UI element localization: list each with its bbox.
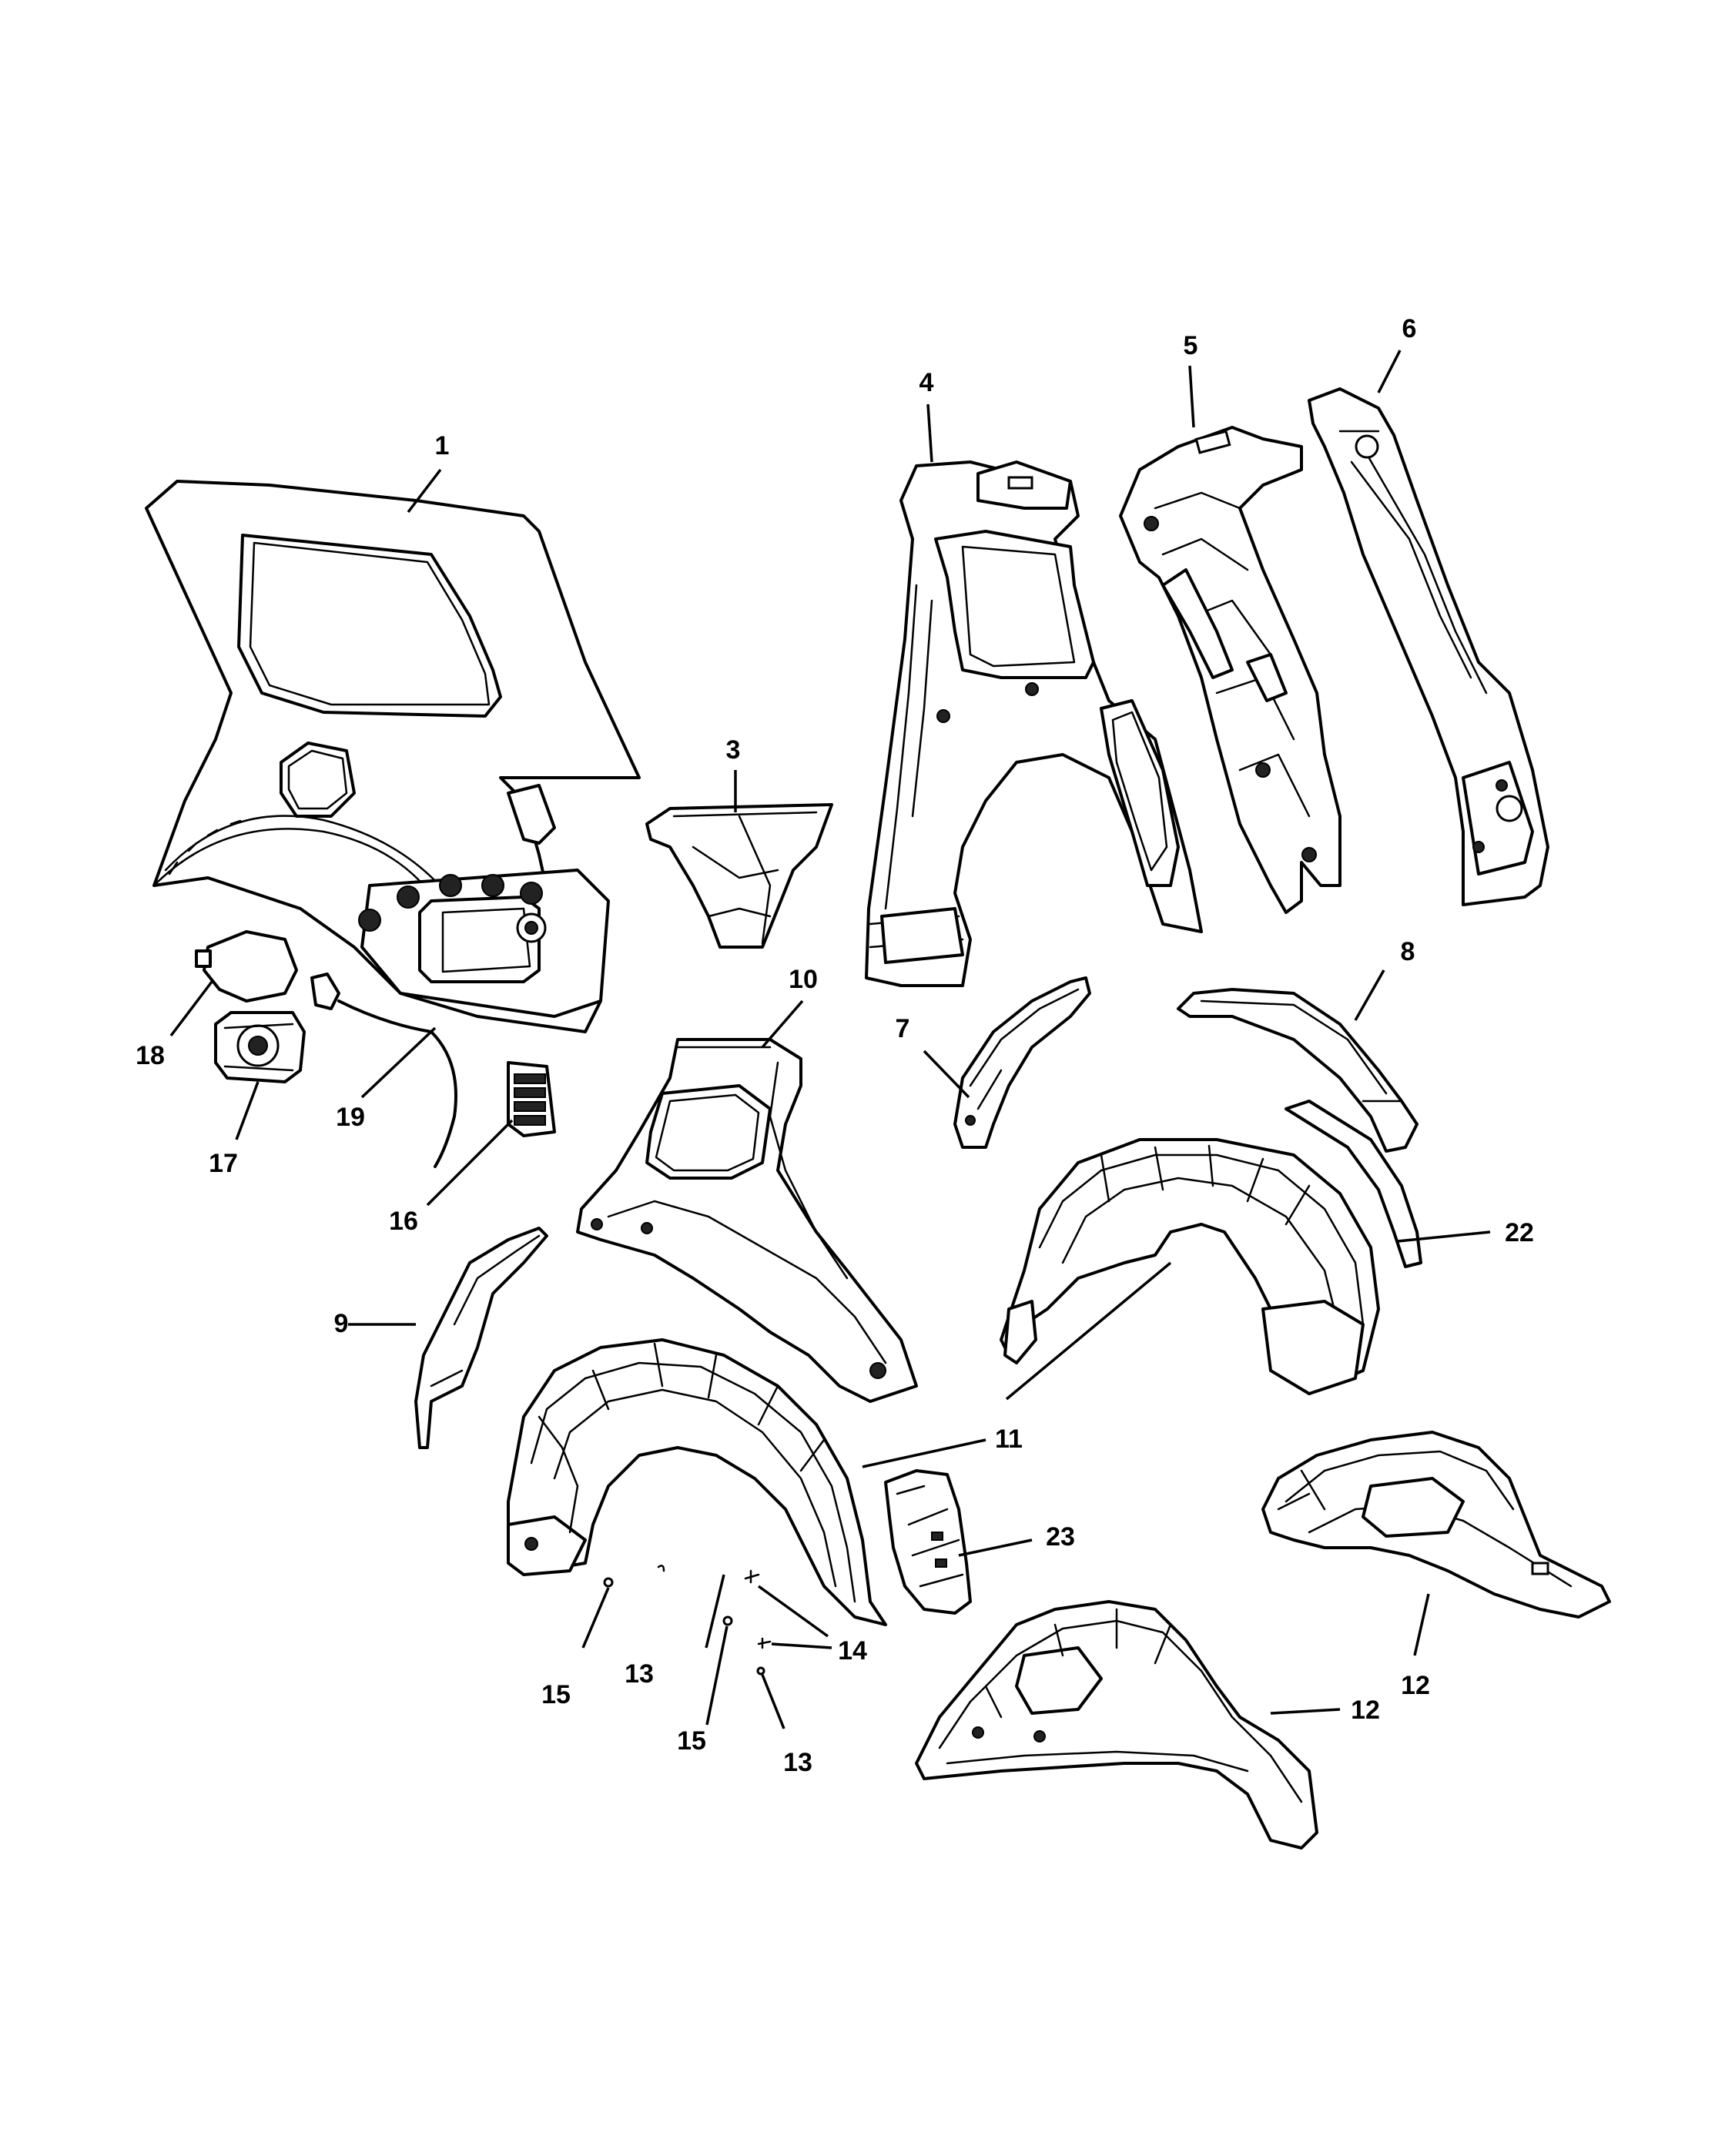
part-17-fuel-housing xyxy=(214,1011,306,1083)
callout-17: 17 xyxy=(209,1149,238,1178)
part-3-bracket xyxy=(645,803,833,949)
fastener-15a xyxy=(603,1577,614,1588)
part-12-wheelhouse-liner-right xyxy=(1261,1431,1611,1619)
callout-19: 19 xyxy=(336,1103,365,1132)
part-22-strip xyxy=(1285,1100,1422,1268)
part-9-bracket xyxy=(414,1227,548,1449)
part-16-vent xyxy=(507,1061,556,1137)
callout-12-lower: 12 xyxy=(1351,1696,1380,1725)
fastener-14b xyxy=(757,1637,772,1649)
part-23-shield xyxy=(884,1469,972,1615)
part-19-release-cable xyxy=(310,973,457,1168)
callout-22: 22 xyxy=(1505,1218,1534,1247)
callout-5: 5 xyxy=(1184,331,1198,360)
callout-1: 1 xyxy=(435,431,450,460)
callout-4: 4 xyxy=(919,368,934,397)
leader-lines xyxy=(169,350,1491,1729)
callout-labels: 1 3 4 5 6 7 8 9 10 11 11 12 13 13 14 15 … xyxy=(136,314,1534,1777)
callout-15-left: 15 xyxy=(541,1680,571,1709)
callout-8: 8 xyxy=(1401,937,1415,966)
callout-6: 6 xyxy=(1402,314,1417,343)
callout-12-right: 12 xyxy=(1401,1671,1430,1700)
part-5-pillar xyxy=(1119,426,1341,914)
fastener-13b xyxy=(756,1666,765,1676)
callout-13-left: 13 xyxy=(625,1659,654,1689)
part-1-quarter-panel xyxy=(145,480,641,1033)
fastener-14a xyxy=(744,1569,760,1584)
callout-9: 9 xyxy=(334,1309,349,1338)
part-18-fuel-door xyxy=(195,930,298,1003)
callout-18: 18 xyxy=(136,1041,165,1070)
part-4-inner-panel xyxy=(865,460,1203,987)
callout-23: 23 xyxy=(1046,1522,1075,1552)
part-8-wheelhouse-outer xyxy=(1177,988,1419,1153)
callout-16: 16 xyxy=(389,1207,418,1236)
callout-14: 14 xyxy=(838,1636,867,1666)
callout-15-right: 15 xyxy=(677,1726,706,1756)
part-7-bracket xyxy=(953,976,1091,1149)
callout-10: 10 xyxy=(789,965,818,994)
fastener-13a xyxy=(657,1565,665,1572)
callout-7: 7 xyxy=(896,1014,910,1043)
part-11-wheelhouse-liner-lower xyxy=(507,1338,887,1626)
fasteners xyxy=(603,1565,772,1676)
callout-3: 3 xyxy=(726,735,741,765)
callout-labels-secondary: 11 12 xyxy=(1351,1696,1380,1725)
callout-11-upper: 11 xyxy=(995,1424,1023,1454)
callout-13-right: 13 xyxy=(783,1748,812,1777)
fastener-15b xyxy=(722,1615,733,1626)
part-12-wheelhouse-liner-lower xyxy=(915,1600,1318,1850)
part-11-wheelhouse-liner-upper xyxy=(1000,1138,1380,1395)
part-10-inner-wheelhouse-extension xyxy=(576,1038,918,1403)
part-6-pillar-reinforcement xyxy=(1308,387,1549,906)
